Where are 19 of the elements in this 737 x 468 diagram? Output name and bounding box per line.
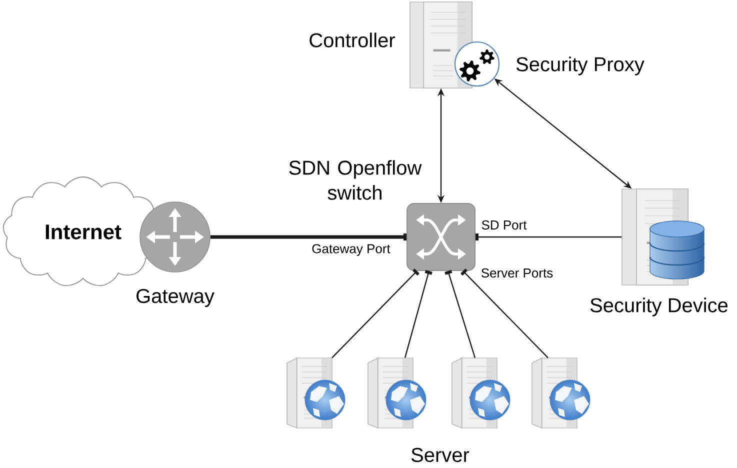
web-server-icon <box>532 358 590 428</box>
port-label: Server Ports <box>481 268 553 278</box>
port-label: Gateway Port <box>312 244 390 256</box>
link-line <box>460 268 548 358</box>
device-label: Security Proxy <box>516 56 644 76</box>
device-label: Security Device <box>590 298 728 316</box>
device-label: Controller <box>310 32 395 48</box>
port-label: SD Port <box>482 220 527 230</box>
device-label: SDN Openflow switch <box>289 160 422 200</box>
web-server-icon <box>368 358 426 428</box>
device-label: Gateway <box>136 288 214 308</box>
group-label: Server <box>411 448 470 462</box>
link-line <box>404 270 432 358</box>
web-server-icon <box>286 358 346 428</box>
link-line <box>476 234 622 240</box>
web-server-icon <box>452 358 510 428</box>
cloud: Internet <box>2 176 164 286</box>
link-line <box>332 268 420 358</box>
link-line <box>210 234 406 240</box>
